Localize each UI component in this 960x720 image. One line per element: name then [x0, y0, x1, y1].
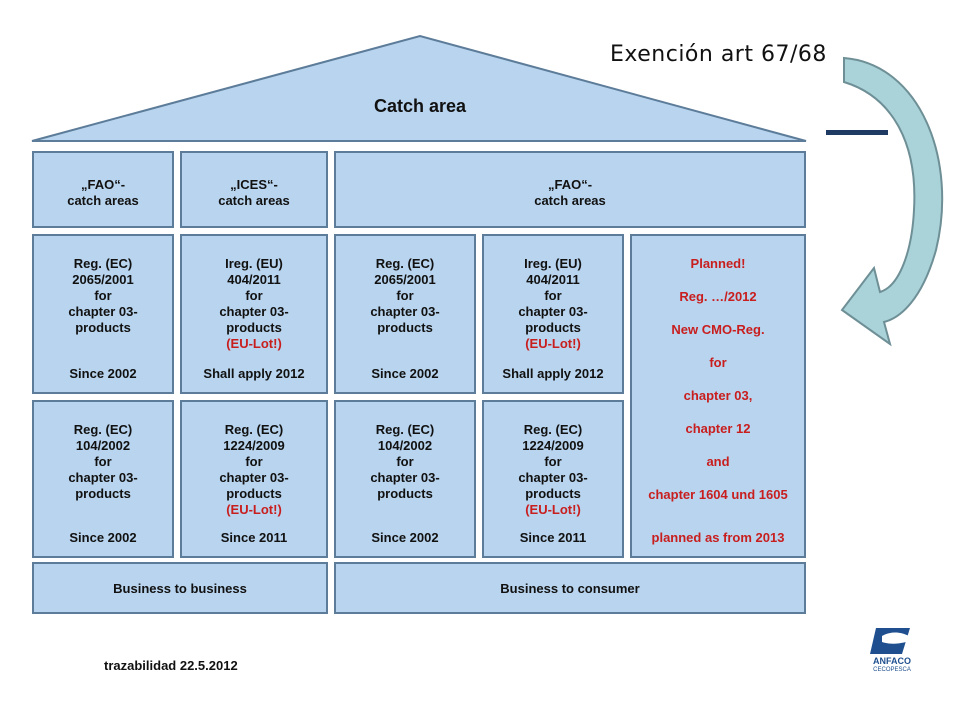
- area-label-line: „FAO“-: [80, 177, 126, 192]
- reg-cell-r1c1: Reg. (EC) 2065/2001 for chapter 03- prod…: [32, 234, 174, 394]
- since-label: Since 2011: [220, 530, 288, 545]
- reg-line: chapter 03-: [370, 304, 440, 319]
- area-label-line: catch areas: [67, 193, 139, 208]
- since-label: Shall apply 2012: [203, 366, 305, 381]
- reg-line: products: [377, 320, 433, 335]
- reg-cell-r1c3: Reg. (EC) 2065/2001 for chapter 03- prod…: [334, 234, 476, 394]
- reg-cell-r2c2: Reg. (EC) 1224/2009 for chapter 03- prod…: [180, 400, 328, 558]
- b2c-label: Business to consumer: [500, 581, 640, 596]
- reg-line: 404/2011: [526, 272, 580, 287]
- area-label-line: catch areas: [218, 193, 290, 208]
- annotation-bar: [826, 130, 888, 135]
- fish-logo-icon: [870, 628, 914, 654]
- reg-line: chapter 03-: [68, 304, 138, 319]
- reg-line: Reg. (EC): [224, 422, 284, 437]
- reg-line: chapter 03-: [518, 304, 588, 319]
- reg-line: for: [245, 288, 263, 303]
- reg-line: 1224/2009: [223, 438, 285, 453]
- reg-line: 2065/2001: [374, 272, 436, 287]
- business-to-business: Business to business: [32, 562, 328, 614]
- reg-line: Ireg. (EU): [524, 256, 582, 271]
- since-label: Since 2011: [519, 530, 587, 545]
- since-label: Since 2002: [69, 530, 137, 545]
- since-label: Since 2002: [371, 366, 439, 381]
- reg-line: products: [75, 486, 131, 501]
- logo-name: ANFACO: [873, 656, 911, 666]
- eu-lot-label: (EU-Lot!): [226, 502, 282, 517]
- reg-line: 104/2002: [377, 438, 433, 453]
- planned-footer: planned as from 2013: [651, 530, 785, 545]
- reg-line: Reg. (EC): [73, 422, 133, 437]
- planned-cell: Planned! Reg. …/2012 New CMO-Reg. for ch…: [630, 234, 806, 558]
- area-ices: „ICES“- catch areas: [180, 151, 328, 228]
- eu-lot-label: (EU-Lot!): [525, 502, 581, 517]
- catch-area-title: Catch area: [373, 96, 467, 116]
- reg-line: for: [396, 288, 414, 303]
- reg-line: Reg. (EC): [523, 422, 583, 437]
- reg-line: chapter 03-: [219, 304, 289, 319]
- eu-lot-label: (EU-Lot!): [525, 336, 581, 351]
- area-label-line: „FAO“-: [547, 177, 593, 192]
- planned-line: New CMO-Reg.: [671, 322, 765, 337]
- reg-line: products: [75, 320, 131, 335]
- planned-line: and: [706, 454, 730, 469]
- reg-line: chapter 03-: [219, 470, 289, 485]
- reg-line: products: [226, 320, 282, 335]
- reg-line: for: [94, 288, 112, 303]
- logo-sub: CECOPESCA: [873, 667, 911, 673]
- planned-line: chapter 03,: [683, 388, 753, 403]
- reg-line: for: [396, 454, 414, 469]
- area-fao-right: „FAO“- catch areas: [334, 151, 806, 228]
- reg-cell-r2c4: Reg. (EC) 1224/2009 for chapter 03- prod…: [482, 400, 624, 558]
- eu-lot-label: (EU-Lot!): [226, 336, 282, 351]
- reg-cell-r1c2: Ireg. (EU) 404/2011 for chapter 03- prod…: [180, 234, 328, 394]
- area-label-line: catch areas: [534, 193, 606, 208]
- reg-line: products: [226, 486, 282, 501]
- since-label: Shall apply 2012: [502, 366, 604, 381]
- reg-line: 104/2002: [75, 438, 131, 453]
- area-label-line: „ICES“-: [230, 177, 278, 192]
- reg-line: products: [525, 486, 581, 501]
- reg-line: chapter 03-: [370, 470, 440, 485]
- reg-cell-r1c4: Ireg. (EU) 404/2011 for chapter 03- prod…: [482, 234, 624, 394]
- reg-line: 1224/2009: [522, 438, 584, 453]
- reg-line: 404/2011: [227, 272, 281, 287]
- reg-cell-r2c1: Reg. (EC) 104/2002 for chapter 03- produ…: [32, 400, 174, 558]
- since-label: Since 2002: [371, 530, 439, 545]
- planned-line: Planned!: [690, 256, 746, 271]
- exemption-annotation: Exención art 67/68: [610, 42, 827, 67]
- reg-line: chapter 03-: [518, 470, 588, 485]
- reg-line: Reg. (EC): [375, 422, 435, 437]
- reg-line: products: [377, 486, 433, 501]
- reg-line: 2065/2001: [72, 272, 134, 287]
- reg-line: for: [94, 454, 112, 469]
- b2b-label: Business to business: [113, 581, 247, 596]
- anfaco-logo: ANFACO CECOPESCA: [862, 624, 922, 678]
- area-fao-left: „FAO“- catch areas: [32, 151, 174, 228]
- footer-date-label: trazabilidad 22.5.2012: [104, 658, 238, 673]
- reg-line: Reg. (EC): [73, 256, 133, 271]
- reg-line: chapter 03-: [68, 470, 138, 485]
- reg-line: Ireg. (EU): [225, 256, 283, 271]
- business-to-consumer: Business to consumer: [334, 562, 806, 614]
- reg-line: for: [544, 288, 562, 303]
- planned-line: chapter 12: [685, 421, 751, 436]
- planned-line: for: [709, 355, 727, 370]
- reg-cell-r2c3: Reg. (EC) 104/2002 for chapter 03- produ…: [334, 400, 476, 558]
- reg-line: Reg. (EC): [375, 256, 435, 271]
- planned-line: chapter 1604 und 1605: [648, 487, 788, 502]
- since-label: Since 2002: [69, 366, 137, 381]
- planned-line: Reg. …/2012: [679, 289, 757, 304]
- reg-line: for: [245, 454, 263, 469]
- reg-line: for: [544, 454, 562, 469]
- reg-line: products: [525, 320, 581, 335]
